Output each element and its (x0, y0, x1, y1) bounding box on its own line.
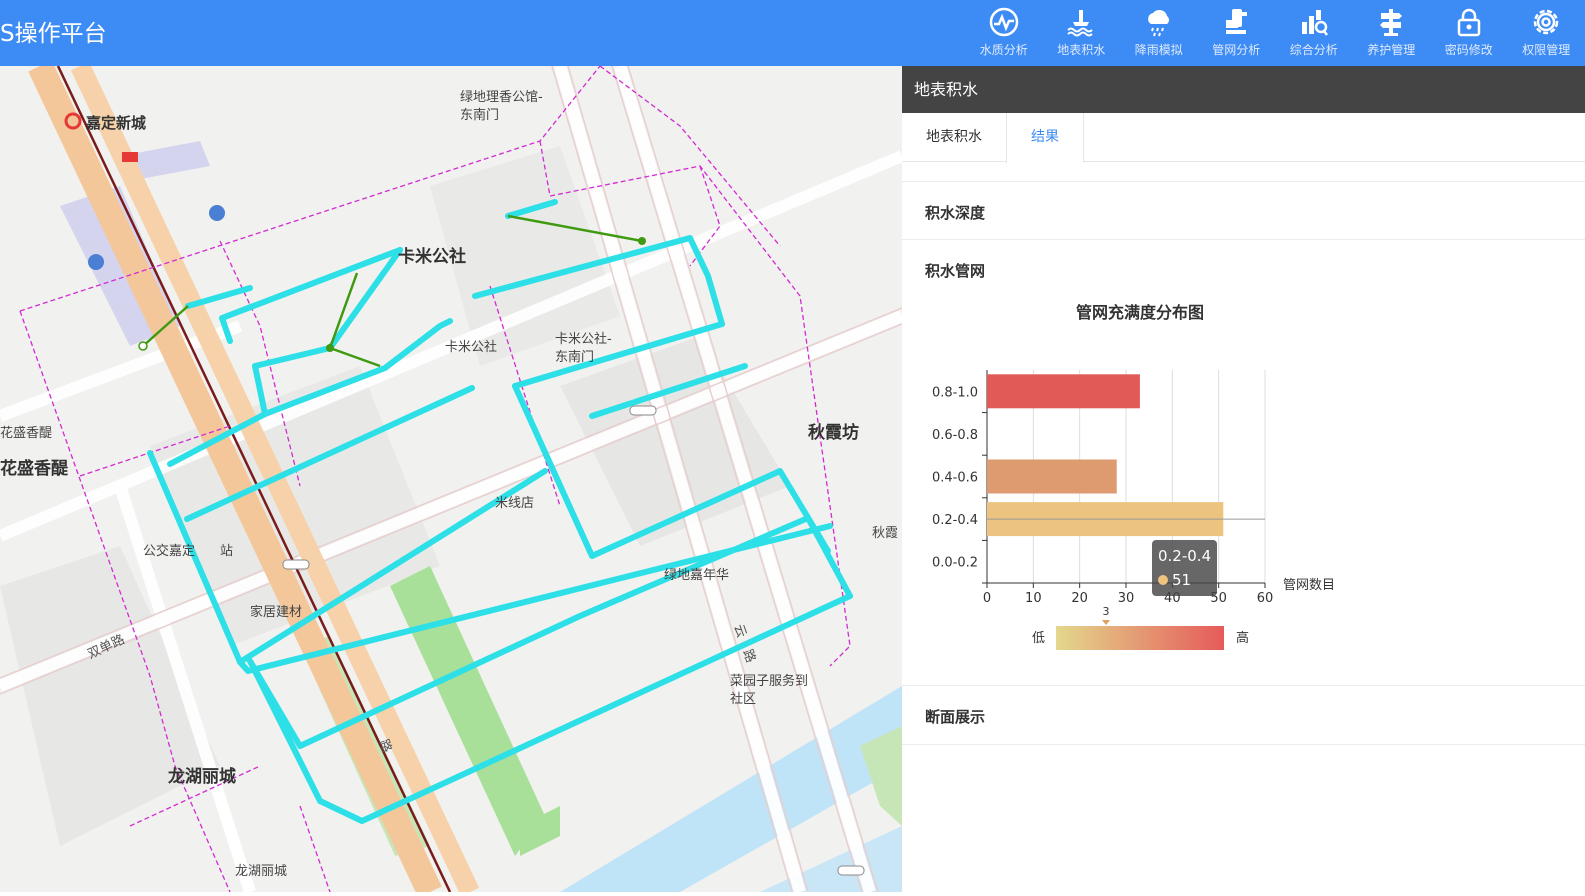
nav-rain-sim[interactable]: 降雨模拟 (1120, 0, 1198, 66)
analysis-icon (1298, 6, 1330, 38)
nav-pipe-analysis[interactable]: 管网分析 (1198, 0, 1276, 66)
nav-maintenance[interactable]: 养护管理 (1353, 0, 1431, 66)
panel-tabs: 地表积水 结果 (902, 113, 1585, 162)
section-depth-title: 积水深度 (925, 202, 985, 223)
map-label-lvdi: 绿地理香公馆- (460, 86, 543, 105)
map-label-longhu-big: 龙湖丽城 (168, 762, 236, 787)
section-network: 积水管网 (902, 240, 1585, 686)
map-label-kami-gate2: 东南门 (555, 346, 594, 365)
map-label-huasheng-small: 花盛香醍 (0, 422, 52, 441)
map-label-longhu: 龙湖丽城 (235, 860, 287, 879)
nav-label: 地表积水 (1057, 41, 1105, 58)
surface-water-icon (1065, 6, 1097, 38)
nav-label: 密码修改 (1445, 41, 1493, 58)
gear-icon (1530, 6, 1562, 38)
panel-header: 地表积水 (902, 66, 1585, 113)
rain-icon (1143, 6, 1175, 38)
nav-label: 水质分析 (980, 41, 1028, 58)
app-title: S操作平台 (0, 14, 107, 48)
map-label-lvdi-gate: 东南门 (460, 104, 499, 123)
section-profile-title: 断面展示 (925, 706, 985, 727)
section-network-title: 积水管网 (925, 260, 985, 281)
nav-water-quality[interactable]: 水质分析 (965, 0, 1043, 66)
tab-surface-water[interactable]: 地表积水 (902, 113, 1006, 162)
nav-label: 养护管理 (1367, 41, 1415, 58)
lock-icon (1453, 6, 1485, 38)
nav-label: 降雨模拟 (1135, 41, 1183, 58)
pipe-icon (1220, 6, 1252, 38)
map-label-caiyuan2: 社区 (730, 688, 756, 707)
map-label-qiuxia: 秋霞坊 (808, 418, 859, 443)
map-label-jiaju: 家居建材 (250, 601, 302, 620)
map-label-kami: 卡米公社 (445, 336, 497, 355)
map-label-station: 嘉定新城 (86, 112, 146, 133)
map-label-caiyuan: 菜园子服务到 (730, 670, 808, 689)
top-bar: S操作平台 水质分析 地表积水 降雨模拟 管网分析 综合分析 养护管理 密码修改 (0, 0, 1585, 66)
map-label-kami-big: 卡米公社 (398, 242, 466, 267)
map-label-huasheng: 花盛香醍 (0, 454, 68, 479)
map-label-qiuxia2: 秋霞 (872, 522, 898, 541)
map-view[interactable]: 嘉定新城 绿地理香公馆- 东南门 卡米公社 卡米公社 卡米公社- 东南门 秋霞坊… (0, 66, 902, 892)
tab-result[interactable]: 结果 (1006, 113, 1084, 163)
map-label-bus: 公交嘉定 (143, 540, 195, 559)
map-label-mixian: 米线店 (495, 492, 534, 511)
map-label-bus2: 站 (220, 540, 233, 559)
main-nav: 水质分析 地表积水 降雨模拟 管网分析 综合分析 养护管理 密码修改 权限管理 (965, 0, 1585, 66)
map-label-kami-gate: 卡米公社- (555, 328, 612, 347)
nav-label: 权限管理 (1522, 41, 1570, 58)
nav-comprehensive[interactable]: 综合分析 (1275, 0, 1353, 66)
map-canvas (0, 66, 902, 892)
map-label-lvdi3: 绿地嘉年华 (664, 564, 729, 583)
maintenance-icon (1375, 6, 1407, 38)
section-depth[interactable]: 积水深度 (902, 181, 1585, 240)
section-profile[interactable]: 断面展示 (902, 686, 1585, 745)
nav-permission[interactable]: 权限管理 (1508, 0, 1585, 66)
water-quality-icon (988, 6, 1020, 38)
nav-label: 管网分析 (1212, 41, 1260, 58)
nav-label: 综合分析 (1290, 41, 1338, 58)
nav-password[interactable]: 密码修改 (1430, 0, 1508, 66)
nav-surface-water[interactable]: 地表积水 (1043, 0, 1121, 66)
